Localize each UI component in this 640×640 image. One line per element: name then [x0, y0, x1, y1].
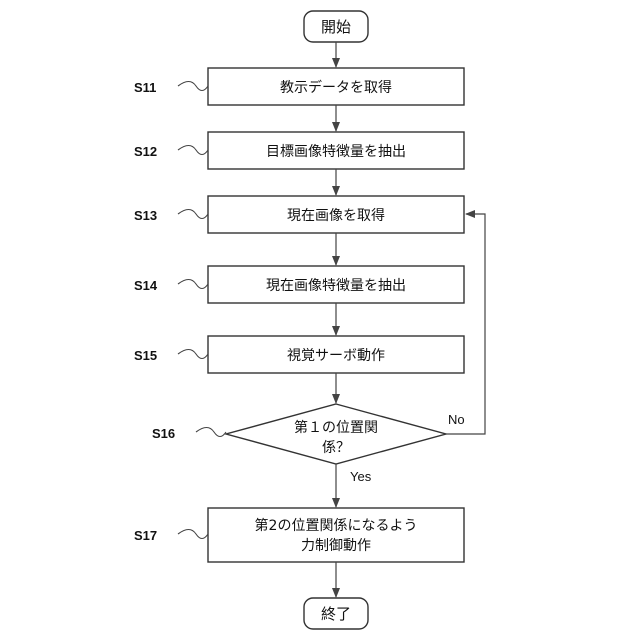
leader-s12 — [178, 146, 208, 155]
step-id-s13: S13 — [134, 208, 157, 223]
step-text-s14: 現在画像特徴量を抽出 — [266, 278, 406, 294]
step-text-s15: 視覚サーボ動作 — [287, 348, 385, 364]
end-label: 終了 — [321, 605, 351, 623]
decision-no-label: No — [448, 412, 465, 427]
step-text-s12: 目標画像特徴量を抽出 — [266, 144, 406, 160]
step-id-s12: S12 — [134, 144, 157, 159]
step-id-s16: S16 — [152, 426, 175, 441]
leader-s11 — [178, 82, 208, 91]
step-text-s17-line1: 第2の位置関係になるよう — [255, 517, 418, 534]
leader-s17 — [178, 530, 208, 539]
decision-text-line1: 第１の位置関 — [294, 419, 378, 436]
leader-s15 — [178, 350, 208, 359]
leader-s14 — [178, 280, 208, 289]
decision-text-line2: 係？ — [322, 440, 350, 456]
decision-yes-label: Yes — [350, 469, 372, 484]
step-text-s13: 現在画像を取得 — [287, 207, 385, 224]
step-id-s15: S15 — [134, 348, 157, 363]
leader-s13 — [178, 210, 208, 219]
leader-s16 — [196, 428, 226, 437]
step-id-s14: S14 — [134, 278, 158, 293]
step-text-s17-line2: 力制御動作 — [301, 538, 371, 554]
step-text-s11: 教示データを取得 — [280, 79, 392, 96]
step-id-s11: S11 — [134, 80, 156, 95]
arrow-s16-no-loop-to-s13 — [446, 214, 485, 434]
start-label: 開始 — [321, 18, 351, 36]
step-id-s17: S17 — [134, 528, 157, 543]
